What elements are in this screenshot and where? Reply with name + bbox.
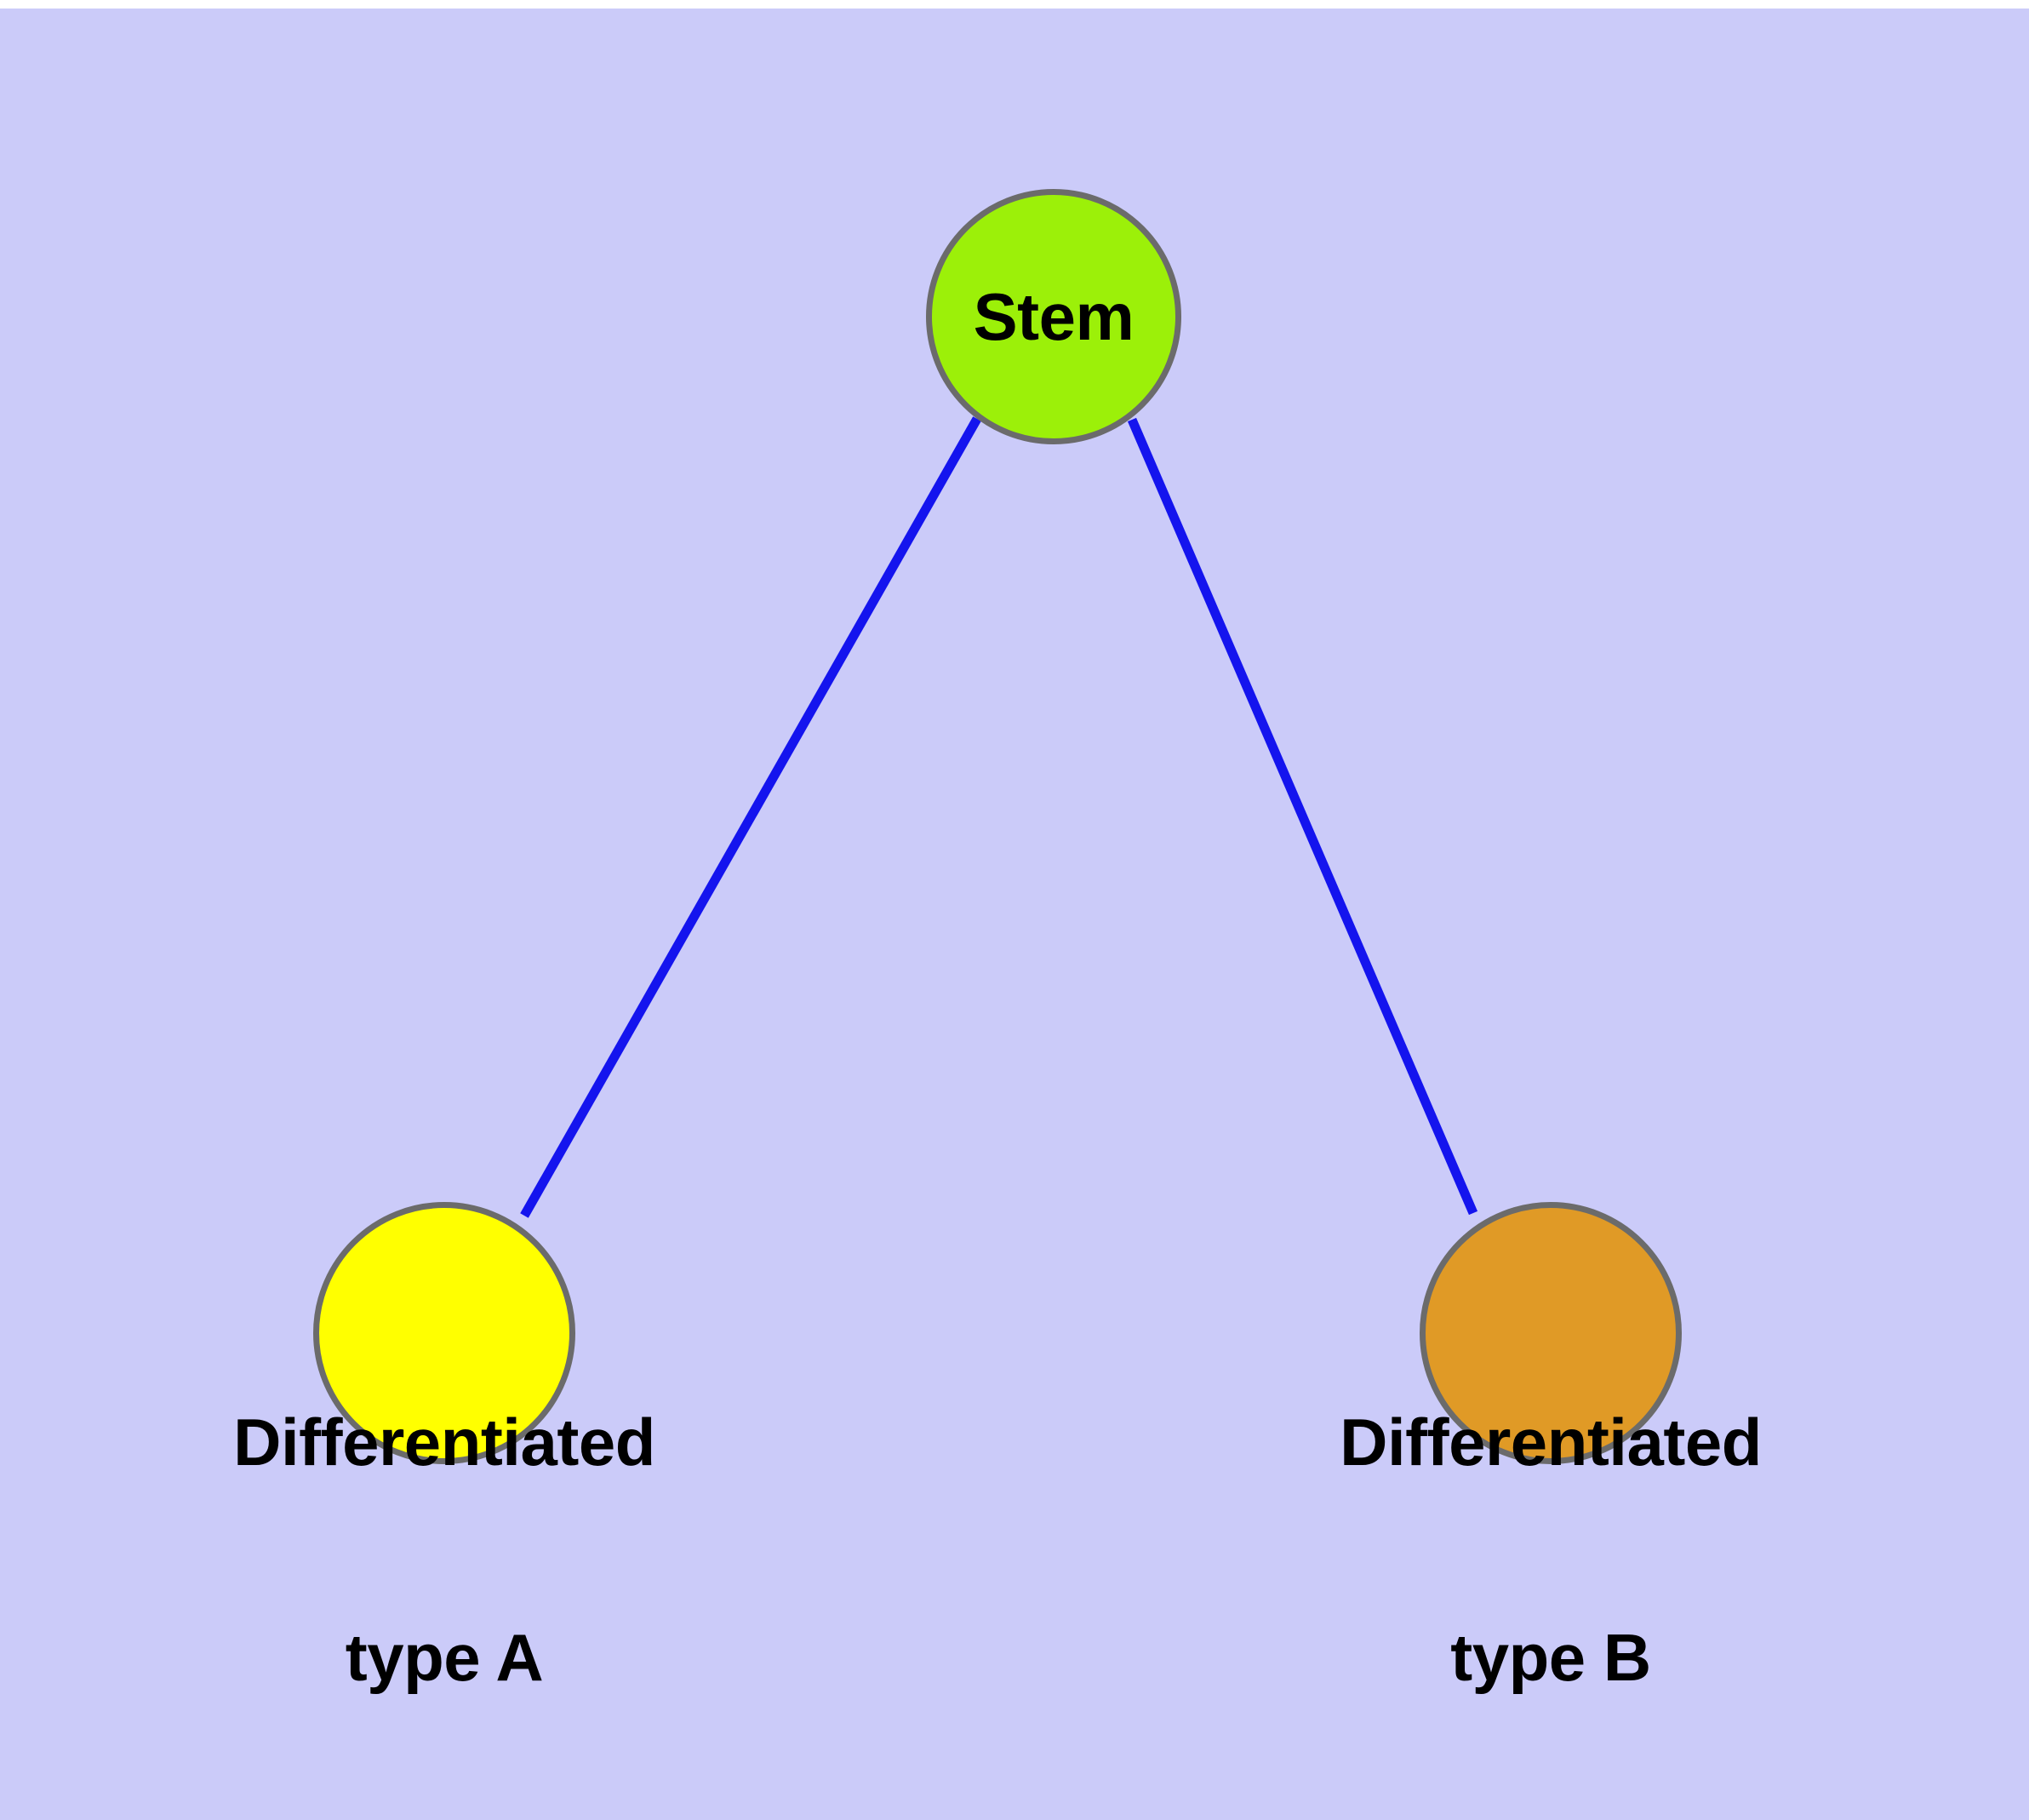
edge-stem-to-diff-b bbox=[1127, 417, 1478, 1216]
edge-stem-to-diff-a bbox=[520, 416, 981, 1218]
node-differentiated-type-a[interactable] bbox=[313, 1202, 575, 1464]
node-stem[interactable] bbox=[926, 189, 1181, 444]
node-differentiated-type-b[interactable] bbox=[1420, 1202, 1682, 1464]
